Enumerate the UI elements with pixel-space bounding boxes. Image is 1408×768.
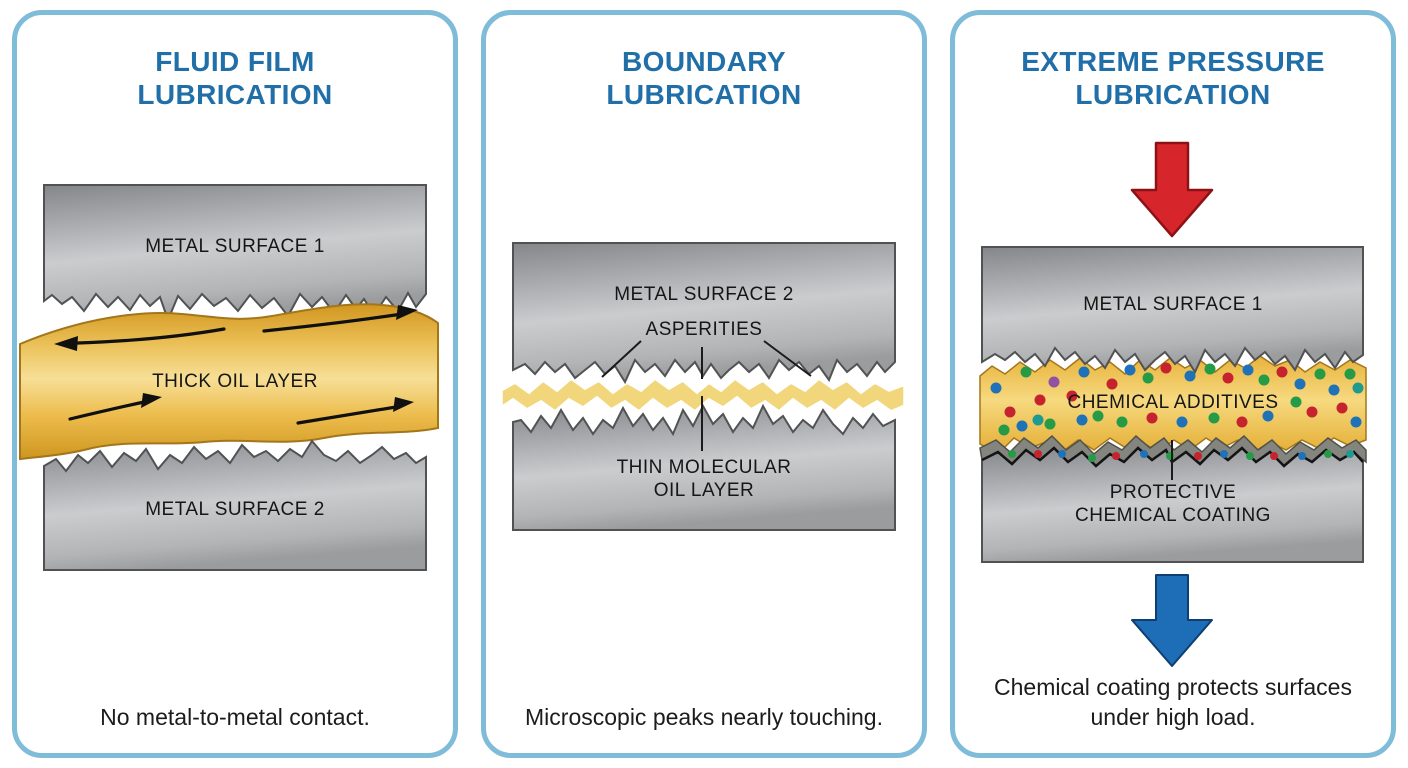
panel-fluid-film: FLUID FILM LUBRICATION METAL SURFACE 1 T… <box>12 10 458 758</box>
flow-arrow-right-bottom-right-head-icon <box>393 397 414 412</box>
panel-boundary: BOUNDARY LUBRICATION METAL SURFACE 2 ASP… <box>481 10 927 758</box>
panel-title-boundary: BOUNDARY LUBRICATION <box>606 46 802 111</box>
caption-fluid-film: No metal-to-metal contact. <box>100 704 370 731</box>
protective-coating-shape <box>979 434 1367 468</box>
panel-extreme-pressure: EXTREME PRESSURE LUBRICATION METAL SURFA… <box>950 10 1396 758</box>
flow-arrow-right-bottom-right-icon <box>296 405 398 425</box>
caption-extreme-pressure: Chemical coating protects surfaces under… <box>994 674 1352 731</box>
fluid-film-diagram <box>19 184 439 571</box>
flow-arrow-right-top-icon <box>262 312 404 333</box>
metal-surface-2-block <box>981 446 1364 563</box>
label-thick-oil-layer: THICK OIL LAYER <box>152 371 318 392</box>
label-metal-surface-1: METAL SURFACE 1 <box>145 236 325 257</box>
pressure-down-arrow-red-icon <box>1130 141 1214 238</box>
thin-oil-layer-shape <box>499 375 907 415</box>
boundary-diagram <box>499 242 907 531</box>
flow-arrow-right-bottom-left-icon <box>68 400 146 421</box>
asperities-pointer-right <box>763 340 812 377</box>
asperities-pointer-left <box>601 340 642 378</box>
label-thin-molecular-oil-layer: THIN MOLECULAR OIL LAYER <box>616 457 792 502</box>
flow-arrow-left-icon <box>76 327 226 345</box>
panel-title-fluid-film: FLUID FILM LUBRICATION <box>137 46 333 111</box>
metal-surface-2-block <box>512 242 896 385</box>
thick-oil-layer-shape <box>19 303 439 461</box>
panel-title-extreme-pressure: EXTREME PRESSURE LUBRICATION <box>1021 46 1325 111</box>
label-metal-surface-2: METAL SURFACE 2 <box>614 284 794 305</box>
flow-arrow-left-head-icon <box>54 336 78 351</box>
flow-arrow-right-top-head-icon <box>396 305 418 320</box>
extreme-pressure-diagram <box>979 141 1367 667</box>
metal-surface-1-block <box>512 403 896 531</box>
metal-surface-1-block <box>43 184 427 323</box>
flow-arrow-right-bottom-left-head-icon <box>141 393 162 408</box>
label-protective-chemical-coating: PROTECTIVE CHEMICAL COATING <box>1075 482 1271 527</box>
chemical-additives-layer-shape <box>979 355 1367 455</box>
pressure-down-arrow-blue-icon <box>1131 574 1213 667</box>
coating-boundary-line <box>981 446 1364 468</box>
label-chemical-additives: CHEMICAL ADDITIVES <box>1067 392 1279 413</box>
label-metal-surface-1: METAL SURFACE 1 <box>1083 294 1263 315</box>
coating-dots <box>1008 450 1354 462</box>
metal-surface-2-block <box>43 439 427 571</box>
label-asperities: ASPERITIES <box>645 319 763 340</box>
metal-surface-1-block <box>981 246 1364 375</box>
label-metal-surface-2: METAL SURFACE 2 <box>145 499 325 520</box>
additive-dots <box>990 362 1364 436</box>
caption-boundary: Microscopic peaks nearly touching. <box>525 704 883 731</box>
